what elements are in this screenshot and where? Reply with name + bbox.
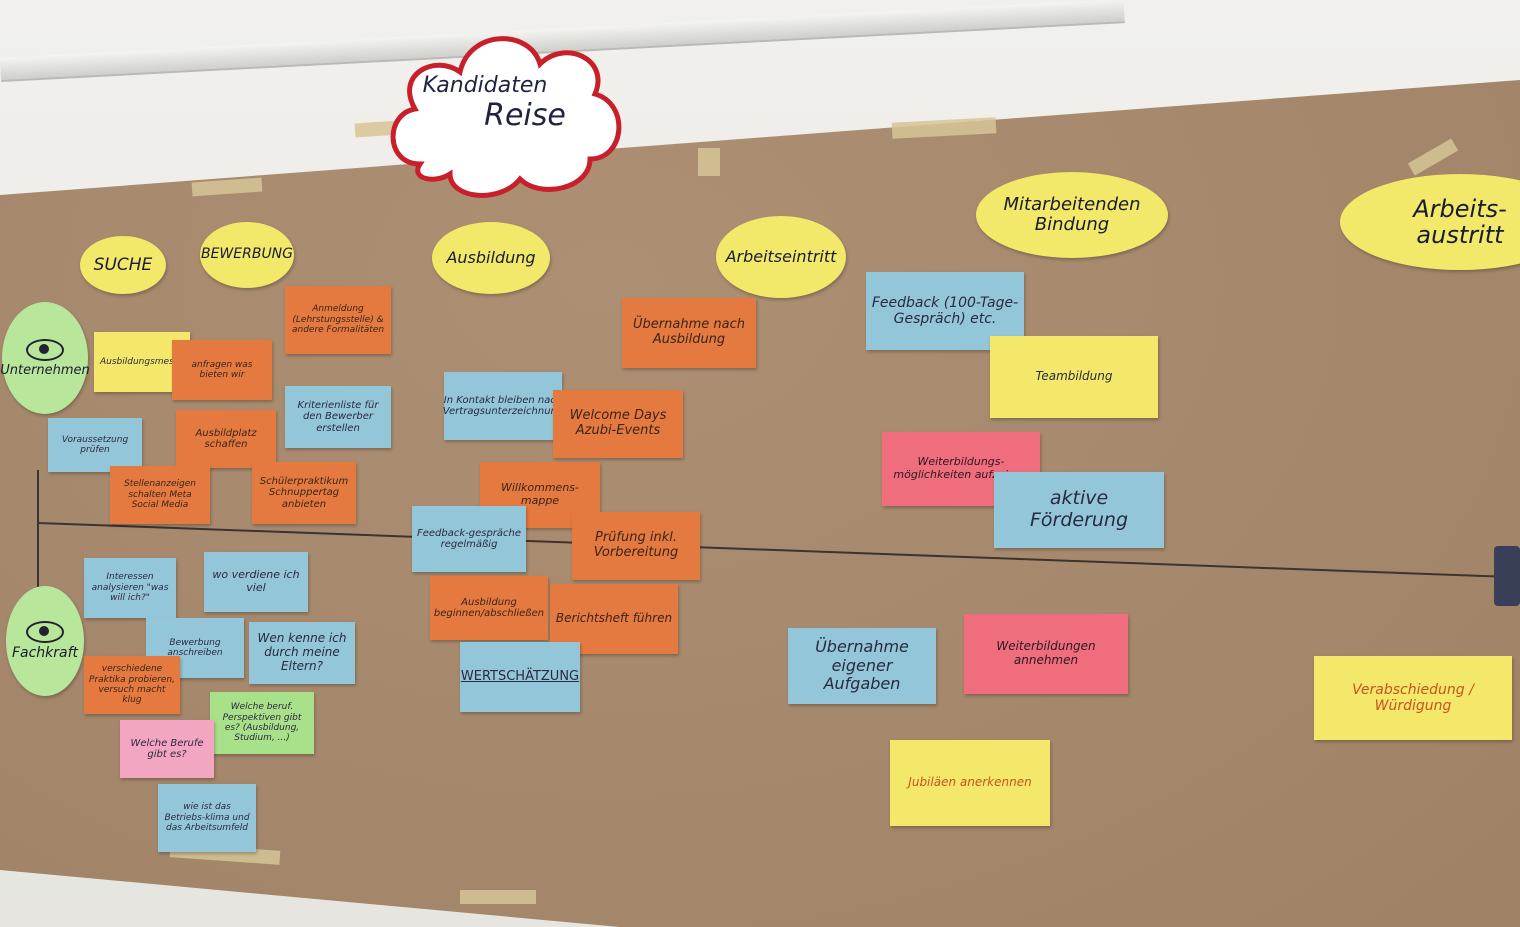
note-ausbildung-beginnen: Ausbildung beginnen/abschließen [430, 576, 548, 640]
timeline-start-line [37, 470, 39, 590]
note-aktive-foerderung: aktive Förderung [994, 472, 1164, 548]
phase-suche: SUCHE [80, 236, 166, 294]
note-weiterbildung-annehmen: Weiterbildungen annehmen [964, 614, 1128, 694]
note-verdiene: wo verdiene ich viel [204, 552, 308, 612]
note-berufe: Welche Berufe gibt es? [120, 720, 214, 778]
phase-arbeitsaustritt: Arbeits-austritt [1340, 174, 1520, 270]
note-betrieb: wie ist das Betriebs-klima und das Arbei… [158, 784, 256, 852]
note-schuelerpraktikum: Schülerpraktikum Schnuppertag anbieten [252, 462, 356, 524]
persona-unternehmen: Unternehmen [0, 302, 90, 414]
persona-fachkraft: Fachkraft [6, 586, 84, 696]
note-kontakt: In Kontakt bleiben nach Vertragsunterzei… [443, 372, 563, 440]
note-verabschiedung: Verabschiedung / Würdigung [1314, 656, 1512, 740]
eye-icon [26, 338, 64, 361]
note-stellenanzeigen: Stellenanzeigen schalten Meta Social Med… [110, 466, 210, 524]
phase-arbeitseintritt: Arbeitseintritt [716, 216, 846, 298]
persona-fachkraft-label: Fachkraft [11, 645, 79, 661]
note-jubilaeen: Jubiläen anerkennen [890, 740, 1050, 826]
title-line1: Kandidaten [422, 73, 548, 98]
persona-unternehmen-label: Unternehmen [0, 362, 90, 378]
eye-icon [26, 621, 64, 643]
note-pruefung: Prüfung inkl. Vorbereitung [572, 512, 700, 580]
phase-ausbildung: Ausbildung [432, 222, 550, 294]
note-ausbildplatz: Ausbildplatz schaffen [176, 410, 276, 468]
board-title: Kandidaten Reise [380, 14, 630, 204]
note-voraussetzung: Voraussetzung prüfen [48, 418, 142, 472]
note-uebernahme-aufgaben: Übernahme eigener Aufgaben [788, 628, 936, 704]
note-wertschaetzung: WERTSCHÄTZUNG [460, 642, 580, 712]
cloud-shape [390, 36, 622, 198]
timeline-arrow-end [1494, 546, 1520, 606]
note-welcome: Welcome Days Azubi-Events [553, 390, 683, 458]
phase-bewerbung: BEWERBUNG [200, 222, 294, 288]
title-cloud: Kandidaten Reise [380, 14, 630, 204]
note-perspektiven: Welche beruf. Perspektiven gibt es? (Aus… [210, 692, 314, 754]
note-wen-kenne: Wen kenne ich durch meine Eltern? [249, 622, 355, 684]
tape [698, 148, 720, 176]
note-berichtsheft: Berichtsheft führen [550, 584, 678, 654]
tape [460, 890, 536, 904]
phase-mitarbeitenden-bindung: Mitarbeitenden Bindung [976, 172, 1168, 258]
note-feedback-regelmaessig: Feedback-gespräche regelmäßig [412, 506, 526, 572]
title-line2: Reise [484, 98, 566, 133]
note-praktika: verschiedene Praktika probieren, versuch… [84, 656, 180, 714]
note-anmeldung: Anmeldung (Lehrstungsstelle) & andere Fo… [285, 286, 391, 354]
note-interessen: Interessen analysieren "was will ich?" [84, 558, 176, 618]
note-teambildung: Teambildung [990, 336, 1158, 418]
note-anfragen: anfragen was bieten wir [172, 340, 272, 400]
note-uebernahme-ausbildung: Übernahme nach Ausbildung [622, 298, 756, 368]
note-kriterienliste: Kriterienliste für den Bewerber erstelle… [285, 386, 391, 448]
